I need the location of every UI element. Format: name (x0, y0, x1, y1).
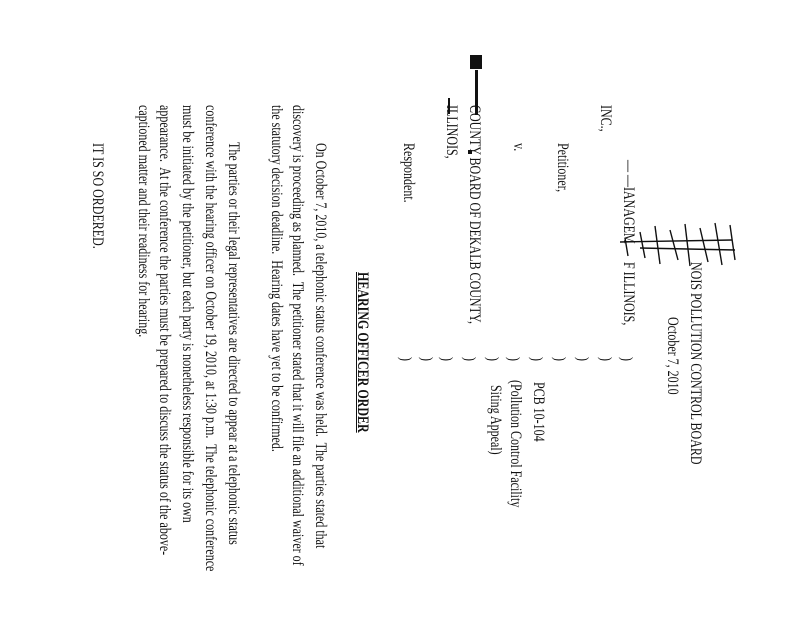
closing-statement: IT IS SO ORDERED. (89, 143, 106, 249)
order-title: HEARING OFFICER ORDER (354, 272, 371, 433)
respondent-name: ILLINOIS, (443, 105, 460, 159)
caption-paren: ) (397, 357, 414, 361)
caption-paren: ) (484, 357, 501, 361)
paragraph-2-line: captioned matter and their readiness for… (135, 105, 152, 338)
caption-paren: ) (597, 357, 614, 361)
paragraph-2-line: appearance. At the conference the partie… (156, 105, 173, 556)
caption-paren: ) (528, 357, 545, 361)
paragraph-2-line: The parties or their legal representativ… (225, 142, 242, 545)
respondent-label: Respondent. (400, 143, 417, 203)
petitioner-name-fragment: — —IANAGEM (620, 160, 637, 244)
paragraph-2-line: must be initiated by the petitioner, but… (179, 105, 196, 523)
paragraph-2-line: conference with the hearing officer on O… (202, 105, 219, 572)
caption-paren: ) (618, 357, 635, 361)
scan-scribble (619, 222, 736, 267)
order-date: October 7, 2010 (664, 317, 681, 395)
caption-paren: ) (461, 357, 478, 361)
case-type: Siting Appeal) (487, 385, 504, 455)
board-name: NOIS POLLUTION CONTROL BOARD (687, 262, 704, 465)
petitioner-name: INC., (597, 105, 614, 132)
versus: v. (510, 143, 527, 152)
respondent-name: COUNTY BOARD OF DEKALB COUNTY, (466, 105, 483, 325)
caption-paren: ) (505, 357, 522, 361)
caption-paren: ) (551, 357, 568, 361)
petitioner-name-fragment: F ILLINOIS, (620, 262, 637, 326)
paragraph-1-line: On October 7, 2010, a telephonic status … (312, 143, 329, 549)
case-number: PCB 10-104 (530, 382, 547, 442)
caption-paren: ) (438, 357, 455, 361)
caption-paren: ) (574, 357, 591, 361)
petitioner-label: Petitioner, (554, 143, 571, 193)
scan-artifact-blob (470, 55, 482, 69)
paragraph-1-line: the statutory decision deadline. Hearing… (268, 105, 285, 452)
case-type: (Pollution Control Facility (507, 380, 524, 508)
paragraph-1-line: discovery is proceeding as planned. The … (289, 105, 306, 566)
caption-paren: ) (418, 357, 435, 361)
